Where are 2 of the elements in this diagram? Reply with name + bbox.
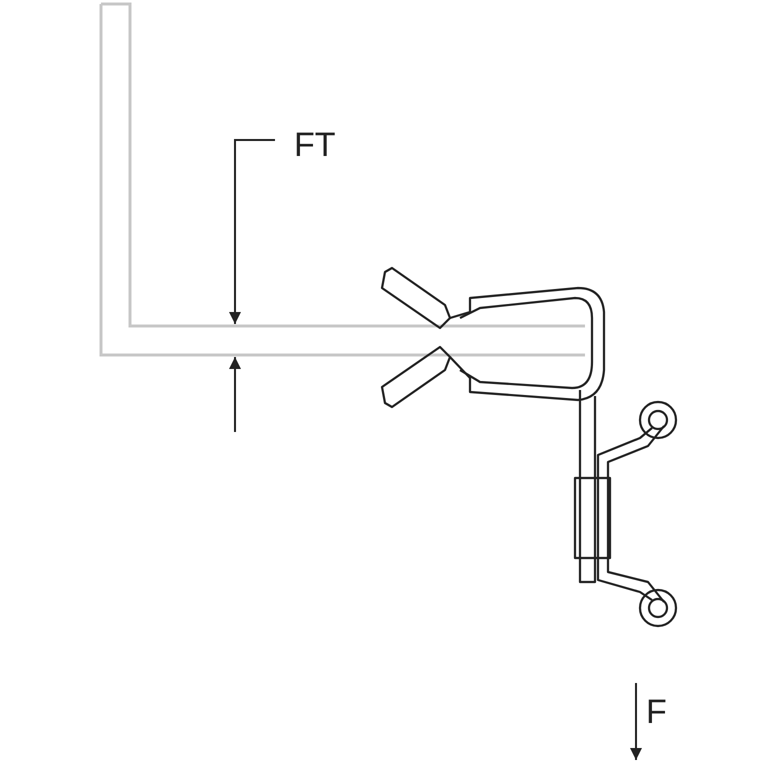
force-label: F <box>646 695 667 729</box>
dimension-label: FT <box>294 128 336 162</box>
